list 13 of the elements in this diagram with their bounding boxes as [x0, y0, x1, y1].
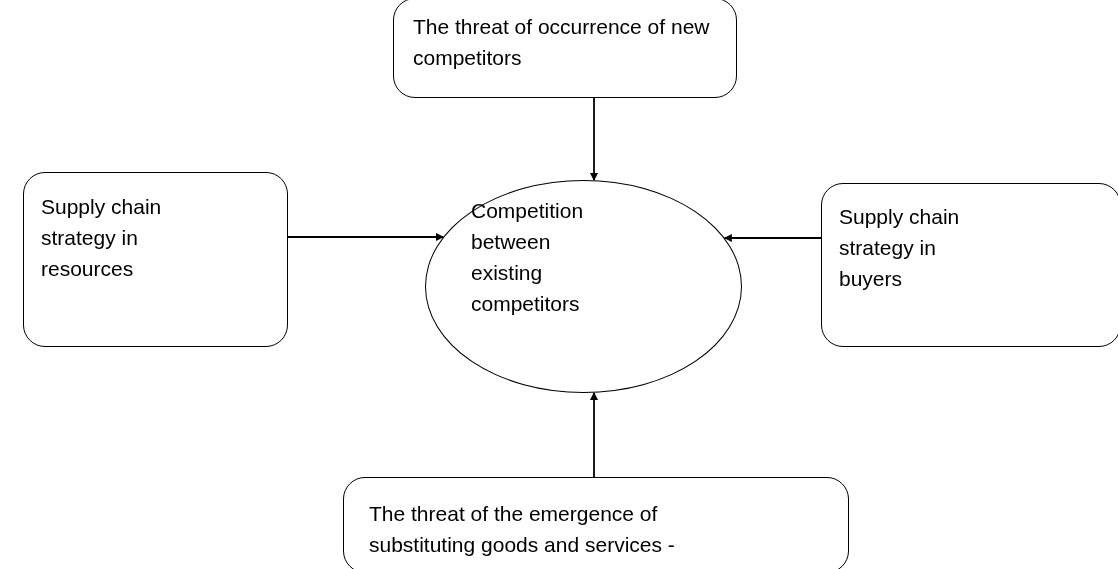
node-label: The threat of occurrence of new competitors: [413, 14, 711, 71]
node-label: The threat of the emergence of substituting goods and services -: [369, 501, 676, 558]
arrow: [723, 234, 822, 242]
rounded-box: [393, 0, 737, 98]
arrow: [590, 97, 598, 182]
node-label: Supply chain strategy in buyers: [839, 204, 961, 292]
node-label: Competition between existing competitors: [471, 198, 585, 317]
arrow: [287, 233, 445, 241]
rounded-box: [343, 477, 849, 569]
rounded-box: [23, 172, 288, 347]
rounded-box: [821, 183, 1118, 347]
node-label: Supply chain strategy in resources: [41, 194, 163, 282]
arrow: [590, 391, 598, 478]
